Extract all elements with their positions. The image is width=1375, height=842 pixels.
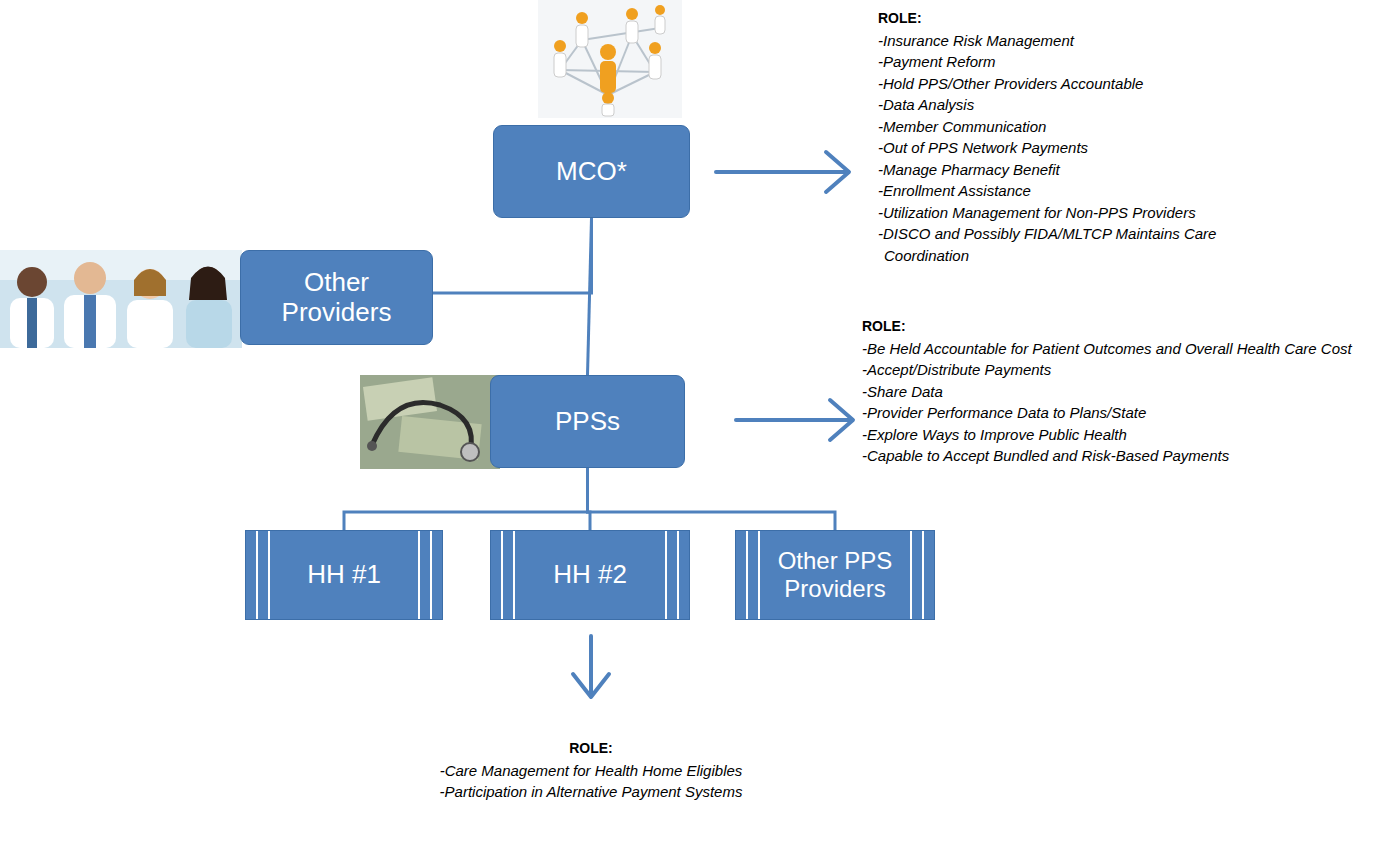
node-label: PPSs bbox=[555, 407, 620, 437]
role-item: -Insurance Risk Management bbox=[878, 30, 1288, 52]
node-text-wrap: Other PPS Providers bbox=[764, 547, 906, 602]
connector bbox=[588, 468, 836, 530]
connector bbox=[344, 468, 588, 530]
node-text-wrap: Other Providers bbox=[253, 268, 420, 328]
role-item: -Capable to Accept Bundled and Risk-Base… bbox=[862, 445, 1367, 467]
role-heading: ROLE: bbox=[862, 316, 1367, 338]
mco-box: MCO* bbox=[493, 125, 690, 218]
pps-role-list: ROLE:-Be Held Accountable for Patient Ou… bbox=[862, 316, 1367, 467]
role-item: -Care Management for Health Home Eligibl… bbox=[341, 760, 841, 782]
role-item: -Enrollment Assistance bbox=[878, 180, 1288, 202]
node-label: Other Providers bbox=[253, 268, 420, 328]
role-heading: ROLE: bbox=[878, 8, 1288, 30]
role-item: -Explore Ways to Improve Public Health bbox=[862, 424, 1367, 446]
provider-box: Other PPS Providers bbox=[735, 530, 935, 620]
node-text-wrap: HH #1 bbox=[307, 560, 381, 590]
connector bbox=[433, 218, 592, 293]
provider-box: Other Providers bbox=[240, 250, 433, 345]
node-text-wrap: PPSs bbox=[555, 407, 620, 437]
hh-role-list: ROLE:-Care Management for Health Home El… bbox=[341, 738, 841, 803]
mco-role-list: ROLE:-Insurance Risk Management-Payment … bbox=[878, 8, 1288, 266]
role-item: -Be Held Accountable for Patient Outcome… bbox=[862, 338, 1367, 360]
node-text-wrap: MCO* bbox=[556, 157, 627, 187]
role-item: -Utilization Management for Non-PPS Prov… bbox=[878, 202, 1288, 224]
people-network-icon bbox=[538, 0, 682, 118]
role-item: -Data Analysis bbox=[878, 94, 1288, 116]
role-item: -Payment Reform bbox=[878, 51, 1288, 73]
node-text-wrap: HH #2 bbox=[553, 560, 627, 590]
role-item: -Accept/Distribute Payments bbox=[862, 359, 1367, 381]
node-label: Other PPS Providers bbox=[764, 547, 906, 602]
health-home-box: HH #2 bbox=[490, 530, 690, 620]
role-item: -Out of PPS Network Payments bbox=[878, 137, 1288, 159]
node-label: HH #2 bbox=[553, 560, 627, 590]
stethoscope-photo bbox=[360, 375, 500, 469]
role-item: -Member Communication bbox=[878, 116, 1288, 138]
role-heading: ROLE: bbox=[341, 738, 841, 760]
role-item: -Hold PPS/Other Providers Accountable bbox=[878, 73, 1288, 95]
role-item: -Participation in Alternative Payment Sy… bbox=[341, 781, 841, 803]
node-label: HH #1 bbox=[307, 560, 381, 590]
node-label: MCO* bbox=[556, 157, 627, 187]
pps-box: PPSs bbox=[490, 375, 685, 468]
role-item: -Provider Performance Data to Plans/Stat… bbox=[862, 402, 1367, 424]
role-item: -Share Data bbox=[862, 381, 1367, 403]
health-home-box: HH #1 bbox=[245, 530, 443, 620]
role-item: -DISCO and Possibly FIDA/MLTCP Maintains… bbox=[878, 223, 1288, 266]
doctors-photo bbox=[0, 250, 242, 348]
role-item: -Manage Pharmacy Benefit bbox=[878, 159, 1288, 181]
